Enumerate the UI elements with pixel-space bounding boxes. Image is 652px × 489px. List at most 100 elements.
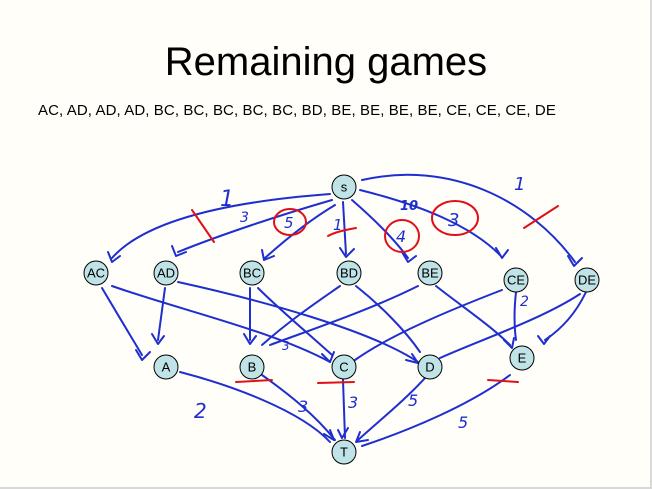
node-pair: BC [239, 260, 265, 286]
cap-s-bd: 1 [333, 216, 343, 234]
svg-text:B: B [248, 360, 257, 375]
edge-e-t [361, 374, 511, 447]
cap-bc-c-mark: 3 [282, 339, 290, 353]
svg-text:s: s [341, 180, 348, 195]
svg-text:A: A [162, 360, 171, 375]
edges-source-to-pairs [107, 173, 583, 267]
cap-d-t: 5 [408, 391, 418, 410]
edge-be-b [269, 285, 419, 346]
node-source: s [331, 174, 357, 200]
svg-text:BE: BE [421, 266, 439, 281]
svg-text:CE: CE [507, 273, 525, 288]
arrowhead-team-b [243, 333, 257, 345]
edge-bd-d [355, 285, 421, 353]
arrowhead-ad [171, 245, 187, 257]
cap-s-be-over: 10 [400, 199, 418, 214]
node-team: D [417, 354, 443, 380]
edge-ad-a [157, 287, 166, 341]
arrowhead-team-e2 [537, 335, 551, 345]
node-pair: BD [336, 260, 362, 286]
cap-s-ce: 3 [448, 210, 459, 231]
edge-ac-a [101, 287, 143, 356]
edge-s-ac [111, 193, 331, 259]
cap-ce-e: 2 [520, 294, 529, 310]
edge-s-bc [264, 204, 336, 259]
node-pair: DE [574, 267, 600, 293]
arrowhead-de [567, 255, 583, 267]
edge-de-d [439, 293, 581, 359]
edge-be-e [435, 285, 511, 346]
edge-ac-c [111, 285, 331, 363]
arrowhead-be [401, 251, 417, 263]
arrowhead-sink [323, 427, 369, 443]
cap-s-de: 1 [514, 174, 525, 195]
svg-text:D: D [425, 360, 434, 375]
node-sink: T [331, 439, 357, 465]
red-circle-ce [431, 200, 479, 236]
arrowhead-bd [339, 247, 355, 258]
edge-s-ad [177, 199, 333, 253]
svg-text:BD: BD [340, 266, 358, 281]
cap-s-be: 4 [396, 227, 406, 246]
edge-s-de [361, 173, 576, 263]
edges-pairs-to-teams [101, 281, 587, 364]
svg-text:DE: DE [578, 273, 596, 288]
edge-s-bd [342, 201, 347, 255]
node-pair: CE [503, 267, 529, 293]
svg-text:BC: BC [243, 266, 261, 281]
node-team: E [509, 345, 535, 371]
node-pair: AC [83, 260, 109, 286]
edge-ce-c [354, 289, 503, 361]
arrowhead-team-e [503, 337, 515, 349]
arrowhead-team-c [321, 351, 335, 363]
svg-text:AD: AD [157, 266, 175, 281]
red-strike-bd [327, 227, 357, 237]
svg-text:AC: AC [87, 266, 105, 281]
edge-ce-e [513, 291, 517, 341]
node-pair: BE [417, 260, 443, 286]
arrowhead-team-a2 [151, 333, 165, 345]
node-pair: AD [153, 260, 179, 286]
edge-c-t [342, 379, 346, 439]
red-slash-ac [191, 209, 215, 243]
svg-text:E: E [518, 351, 527, 366]
edge-bc-c [257, 287, 333, 356]
cap-c-t: 3 [348, 393, 358, 412]
red-markings [191, 200, 559, 384]
svg-text:T: T [340, 445, 348, 460]
edge-s-be [351, 199, 409, 259]
edge-d-t [357, 377, 426, 441]
cap-e-t: 5 [458, 413, 468, 432]
red-underline-e [487, 379, 519, 383]
cap-s-ac: 1 [220, 187, 234, 212]
handwritten-capacities: 1 3 5 1 10 4 3 1 3 2 2 3 3 5 5 [194, 174, 529, 432]
red-underline-c [317, 381, 355, 384]
svg-text:C: C [339, 360, 348, 375]
cap-a-t: 2 [194, 399, 207, 423]
cap-s-bc: 5 [284, 214, 294, 232]
edge-ad-d [177, 281, 419, 363]
slide-title: Remaining games [164, 40, 488, 84]
cap-b-t: 3 [298, 397, 308, 416]
red-underline-b [235, 379, 273, 383]
team-nodes: A B C D E [153, 345, 535, 380]
arrowhead-team-d [405, 353, 419, 364]
remaining-games-list: AC, AD, AD, AD, BC, BC, BC, BC, BC, BD, … [38, 102, 556, 119]
arrowhead-ac [107, 251, 121, 263]
arrowhead-team-a [135, 349, 151, 361]
arrowhead-ce [495, 247, 509, 259]
edge-de-e [544, 291, 587, 341]
node-team: C [331, 354, 357, 380]
cap-s-ad: 3 [240, 210, 249, 226]
red-circle-be [384, 219, 420, 253]
node-team: B [239, 354, 265, 380]
red-slash-de [523, 205, 559, 229]
arrowhead-bc [261, 249, 275, 261]
edge-a-t [179, 371, 331, 443]
node-team: A [153, 354, 179, 380]
edge-s-ce [359, 189, 501, 256]
edge-bd-b [261, 285, 341, 346]
red-circle-bc [273, 208, 307, 236]
